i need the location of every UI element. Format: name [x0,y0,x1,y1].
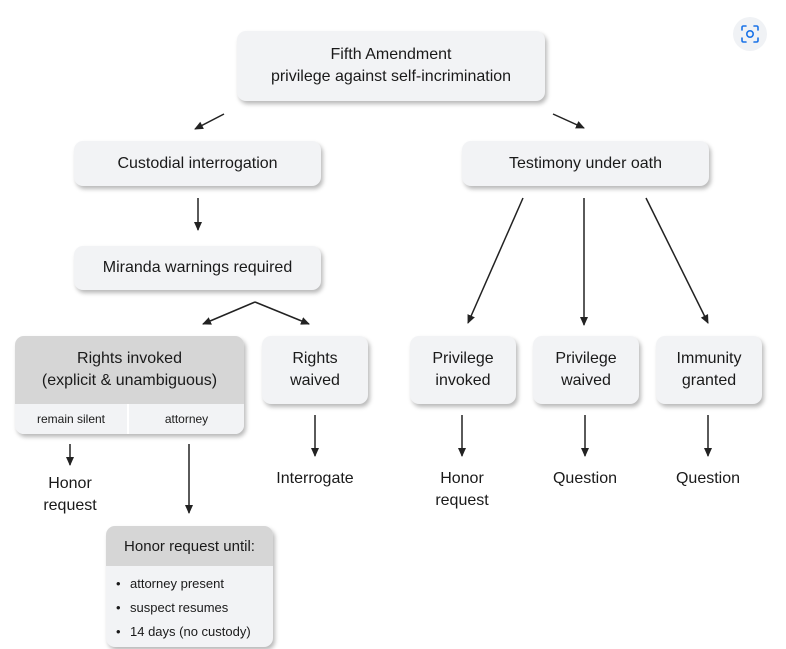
honor-until-list: attorney present suspect resumes 14 days… [106,566,273,644]
node-privilege-invoked: Privilege invoked [410,336,516,404]
arrow-testimony-to-immunity [645,197,709,324]
option-attorney: attorney [129,404,244,434]
arrow-testimony-to-privilege-invoked [467,197,524,324]
immunity-granted-line-1: Immunity [676,350,742,367]
node-immunity-granted: Immunity granted [656,336,762,404]
rights-waived-line-1: Rights [292,350,338,367]
custodial-label: Custodial interrogation [117,154,278,172]
testimony-label: Testimony under oath [509,154,662,172]
visual-search-icon [741,25,759,43]
fifth-amendment-line-2: privilege against self-incrimination [270,68,512,85]
arrow-miranda-to-invoked [202,301,256,325]
immunity-granted-line-2: granted [681,372,737,389]
question-waived-label: Question [552,470,618,487]
honor-request-silent-line-1: Honor [48,475,92,492]
honor-request-privilege-line-2: request [435,492,489,509]
rights-invoked-header: Rights invoked (explicit & unambiguous) [15,336,244,404]
node-rights-waived: Rights waived [262,336,368,404]
honor-until-item: 14 days (no custody) [116,620,273,644]
privilege-invoked-line-1: Privilege [432,350,494,367]
interrogate-label: Interrogate [276,470,354,487]
arrow-fifth-to-testimony [552,113,585,129]
outcome-question-waived: Question [535,468,635,490]
outcome-question-immunity: Question [658,468,758,490]
rights-invoked-line-2: (explicit & unambiguous) [41,372,218,389]
node-testimony-under-oath: Testimony under oath [462,141,709,186]
fifth-amendment-line-1: Fifth Amendment [330,46,452,63]
question-immunity-label: Question [675,470,741,487]
honor-until-item: suspect resumes [116,596,273,620]
honor-until-title: Honor request until: [106,526,273,566]
rights-waived-line-2: waived [290,372,340,389]
option-divider [127,404,129,434]
honor-request-privilege-line-1: Honor [440,470,484,487]
option-remain-silent: remain silent [15,404,127,434]
outcome-honor-request-silent: Honor request [25,473,115,517]
honor-request-silent-line-2: request [43,497,97,514]
outcome-interrogate: Interrogate [255,468,375,490]
node-custodial-interrogation: Custodial interrogation [74,141,321,186]
rights-invoked-line-1: Rights invoked [77,350,182,367]
arrow-fifth-to-custodial [194,113,225,130]
visual-search-button[interactable] [733,17,767,51]
outcome-honor-request-privilege: Honor request [417,468,507,512]
honor-until-item: attorney present [116,572,273,596]
node-rights-invoked: Rights invoked (explicit & unambiguous) … [15,336,244,434]
node-privilege-waived: Privilege waived [533,336,639,404]
privilege-invoked-line-2: invoked [435,372,491,389]
privilege-waived-line-1: Privilege [555,350,617,367]
miranda-label: Miranda warnings required [102,259,293,276]
node-miranda-warnings: Miranda warnings required [74,246,321,290]
node-fifth-amendment: Fifth Amendment privilege against self-i… [237,31,545,101]
privilege-waived-line-2: waived [561,372,611,389]
arrow-miranda-to-waived [254,301,310,325]
node-honor-request-until: Honor request until: attorney present su… [106,526,273,647]
